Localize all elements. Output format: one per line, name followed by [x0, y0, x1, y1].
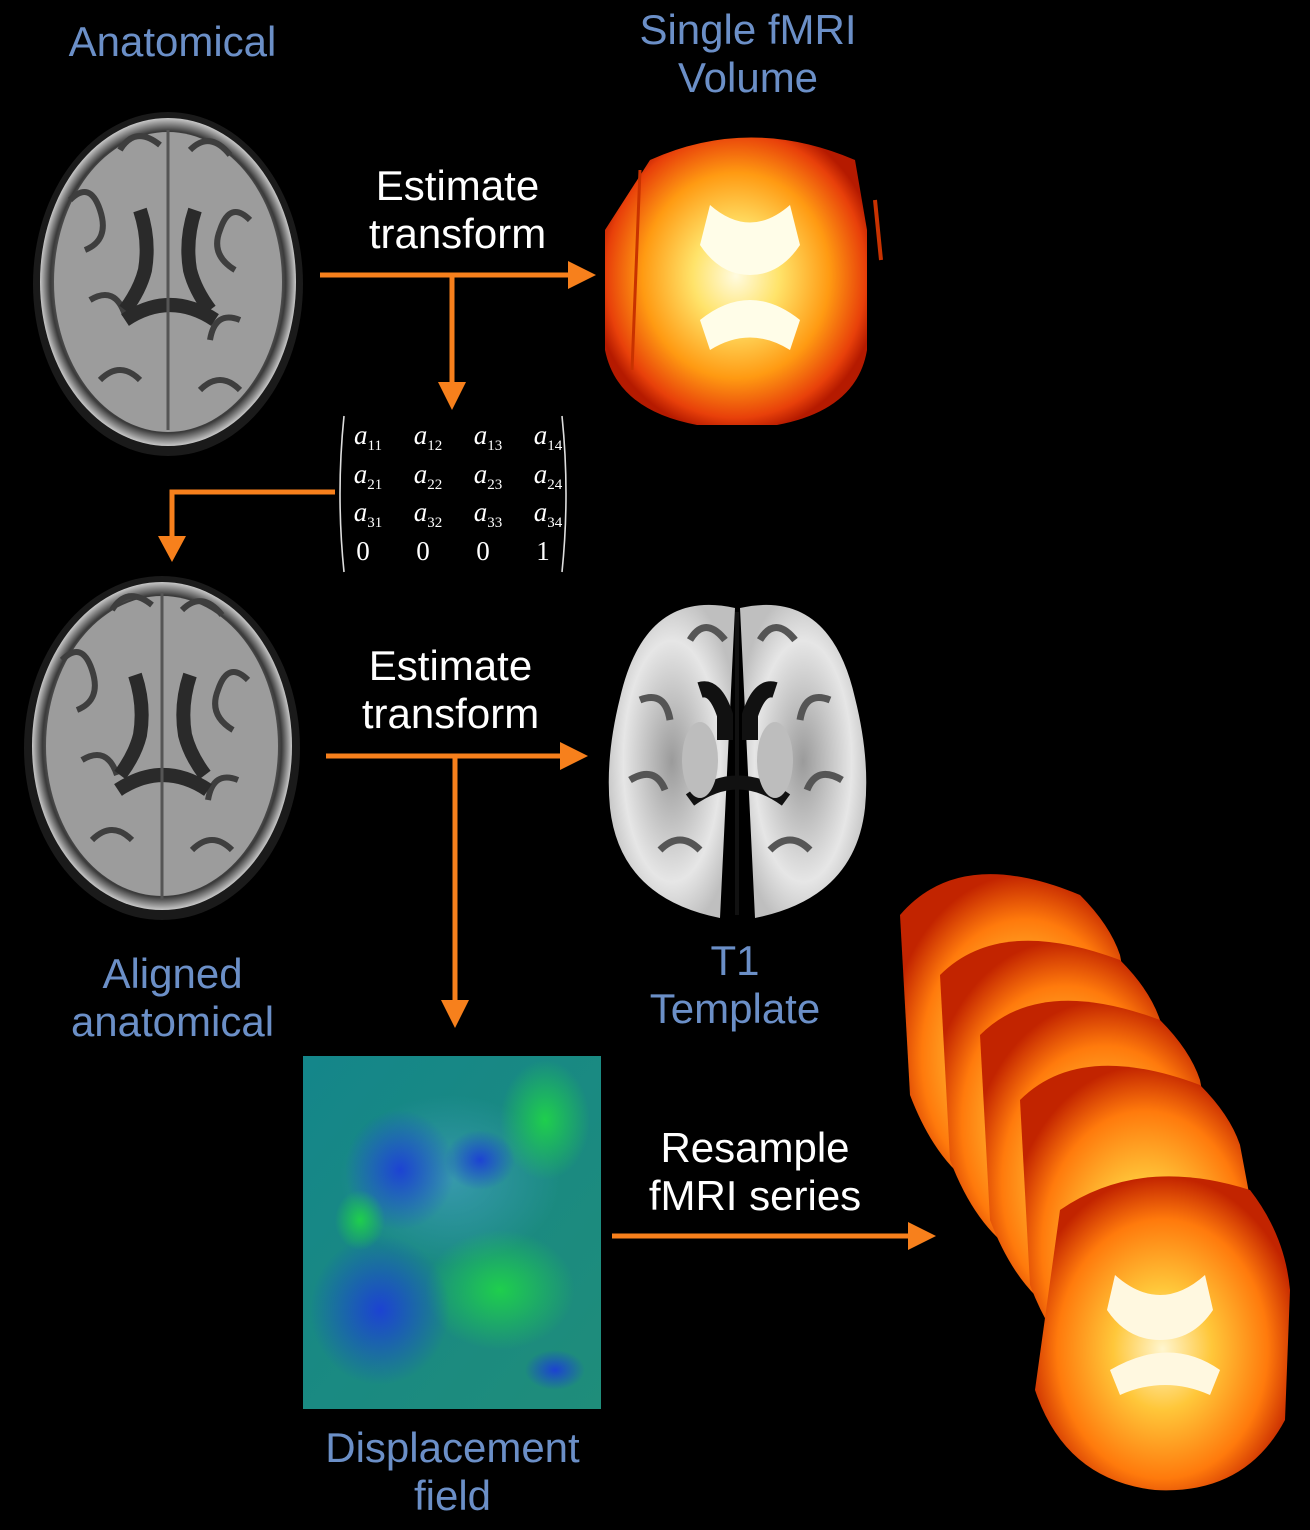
matrix-brackets [339, 415, 567, 573]
matrix-cell: a13 [473, 420, 503, 454]
matrix-cell: a32 [413, 497, 443, 531]
affine-matrix: a11 a12 a13 a14 a21 a22 a23 a24 a31 a32 … [338, 412, 570, 574]
fmri-series-stack [900, 874, 1290, 1491]
matrix-cell: a22 [413, 459, 443, 493]
resample-label: Resample fMRI series [648, 1124, 862, 1219]
t1-template-image [608, 604, 867, 918]
matrix-cell: a11 [354, 420, 382, 454]
matrix-cell: a33 [473, 497, 503, 531]
matrix-cell: a21 [353, 459, 383, 493]
t1-template-label: T1 Template [649, 937, 821, 1032]
fmri-volume-label: Single fMRI Volume [639, 6, 857, 101]
matrix-cell: a34 [533, 497, 563, 531]
matrix-cell: a31 [353, 497, 383, 531]
aligned-anatomical-brain-image [24, 576, 300, 920]
matrix-cell: 0 [476, 536, 490, 566]
matrix-cell: 0 [356, 536, 370, 566]
matrix-cell: a23 [473, 459, 503, 493]
matrix-cell: a24 [533, 459, 563, 493]
anatomical-brain-image [33, 112, 303, 456]
matrix-cell: 0 [416, 536, 430, 566]
displacement-field-label: Displacement field [325, 1424, 580, 1519]
matrix-cell: a12 [413, 420, 443, 454]
estimate-transform-label-2: Estimate transform [361, 642, 540, 737]
displacement-field-image [303, 1056, 601, 1409]
matrix-cell: 1 [536, 536, 550, 566]
aligned-anatomical-label: Aligned anatomical [70, 950, 275, 1045]
arrow-matrix-to-aligned [169, 489, 335, 540]
arrows [158, 261, 936, 1250]
matrix-cell: a14 [533, 420, 563, 454]
fmri-volume-image [605, 137, 883, 425]
estimate-transform-label-1: Estimate transform [368, 162, 547, 257]
anatomical-label: Anatomical [68, 18, 277, 65]
